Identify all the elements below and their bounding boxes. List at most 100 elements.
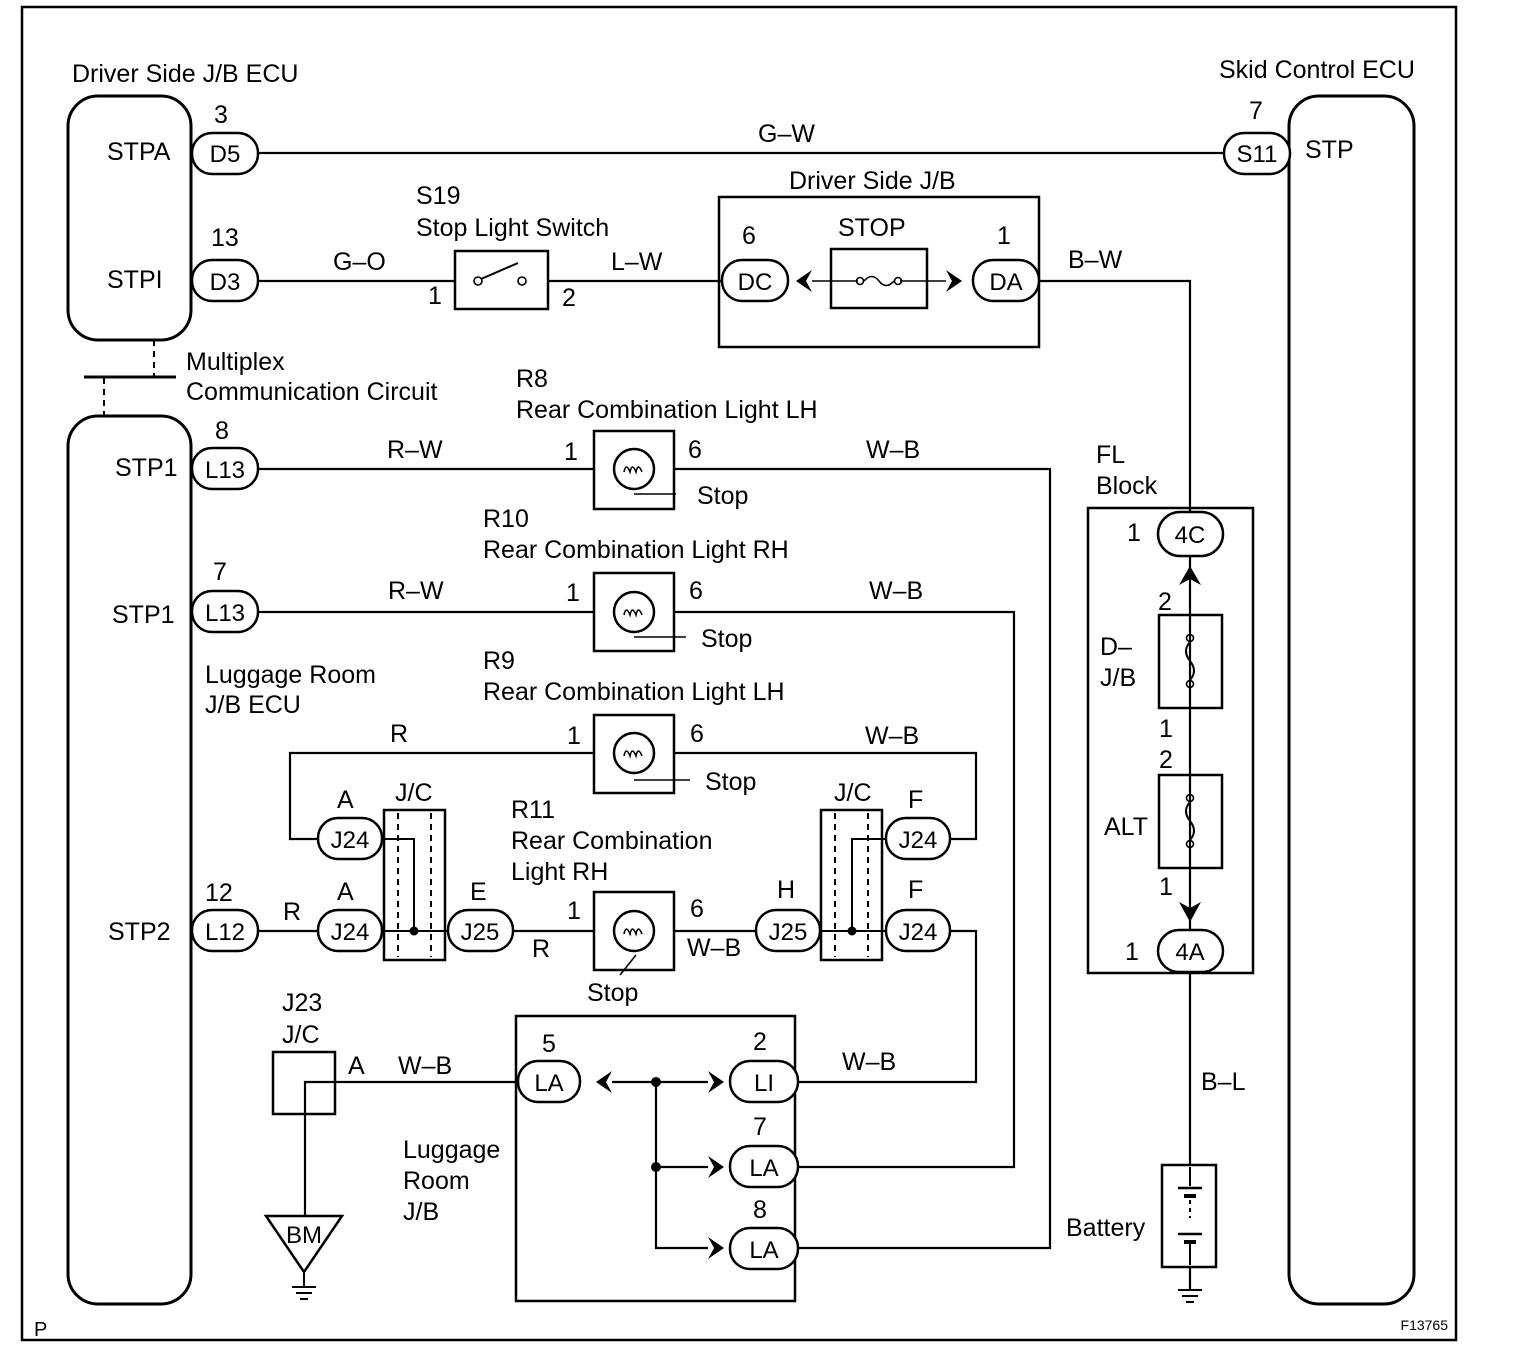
r9-name: Rear Combination Light LH (483, 678, 785, 706)
figure-id: F13765 (1401, 1317, 1449, 1333)
li-arrow-icon (708, 1071, 724, 1093)
bm-ground-icon (263, 1214, 345, 1275)
connector-j25-h: J25 (754, 908, 822, 953)
pin-fuse-djb-bottom: 1 (1159, 715, 1173, 743)
connector-l12: L12 (190, 908, 260, 953)
pin-la-7: 7 (753, 1113, 767, 1141)
pin-j24-bottom-a: A (337, 878, 354, 906)
wire-ground-bm (303, 1080, 335, 1216)
stop-fuse-end-left (855, 276, 865, 286)
wire-label-rw-2: R–W (388, 577, 444, 605)
pin-s11: 7 (1249, 97, 1263, 125)
pin-l13-b: 7 (213, 558, 227, 586)
wire-r-top (288, 751, 594, 841)
4a-arrow-icon (1179, 902, 1201, 922)
fuse-djb-label-2: J/B (1100, 664, 1136, 692)
lamp-r11 (592, 890, 676, 976)
switch-contact-right (517, 276, 527, 286)
connector-j24-f-bottom: J24 (884, 908, 952, 953)
wire-bw (1040, 279, 1192, 512)
connector-li-2: LI (728, 1059, 800, 1104)
connector-j24-f-top: J24 (884, 816, 952, 861)
fl-block-label-2: Block (1096, 472, 1158, 500)
fl-block-box (1086, 506, 1255, 975)
connector-la-7-label: LA (749, 1155, 778, 1182)
stop-fuse-icon (863, 275, 895, 287)
battery-symbol (1160, 1163, 1218, 1303)
connector-s11: S11 (1222, 131, 1292, 176)
skid-ecu-box (1287, 94, 1416, 1306)
r8-code: R8 (516, 365, 548, 393)
wire-label-wb-j23: W–B (398, 1052, 452, 1080)
connector-d3: D3 (190, 258, 260, 303)
connector-4c-label: 4C (1175, 522, 1206, 549)
connector-la-7: LA (728, 1144, 800, 1189)
r11-name-2: Light RH (511, 858, 608, 886)
stp-terminal-label: STP (1305, 136, 1354, 164)
connector-d5-label: D5 (210, 141, 241, 168)
wire-wb-r9 (674, 751, 978, 841)
r11-code: R11 (511, 796, 555, 824)
la7-arrow-icon (708, 1156, 724, 1178)
luggage-jb-internal (596, 1071, 724, 1259)
wire-label-lw: L–W (611, 248, 663, 276)
connector-l13-b: L13 (190, 589, 260, 634)
connector-4a: 4A (1156, 928, 1225, 974)
connector-s11-label: S11 (1237, 141, 1278, 168)
pin-j24-top-a: A (337, 786, 354, 814)
r10-stop-label: Stop (701, 625, 752, 653)
pin-r11-6: 6 (690, 895, 704, 923)
wire-wb-2 (674, 610, 1016, 1169)
corner-mark-left: P (34, 1319, 47, 1341)
switch-lever (480, 262, 519, 280)
luggage-ecu-box (66, 414, 193, 1306)
pin-fuse-alt-top: 2 (1159, 746, 1173, 774)
wire-label-bl: B–L (1201, 1068, 1246, 1096)
connector-da: DA (971, 258, 1041, 303)
r10-code: R10 (483, 505, 529, 533)
wire-network (84, 151, 1224, 1290)
connector-la-8: LA (728, 1226, 800, 1271)
pin-la-5: 5 (542, 1030, 556, 1058)
jc-right-label: J/C (834, 779, 872, 807)
connector-l13-b-label: L13 (205, 600, 245, 627)
connector-l13-a-label: L13 (205, 457, 245, 484)
connector-l13-a: L13 (190, 446, 260, 491)
connector-j24-f-top-label: J24 (899, 827, 938, 854)
r8-stop-label: Stop (697, 482, 748, 510)
lamp-r8 (592, 429, 676, 511)
connector-j25-e-label: J25 (461, 919, 500, 946)
wire-label-r-l12: R (283, 898, 301, 926)
r10-name: Rear Combination Light RH (483, 536, 789, 564)
pin-j24-f-top: F (908, 786, 923, 814)
pin-dc: 6 (742, 222, 756, 250)
wire-label-wb-2: W–B (869, 577, 923, 605)
wire-label-go: G–O (333, 248, 386, 276)
j23-box (271, 1050, 337, 1116)
connector-li-2-label: LI (754, 1070, 774, 1097)
lamp-r9 (592, 713, 690, 795)
connector-j24-bottom-a: J24 (316, 908, 384, 953)
stp1-b-terminal-label: STP1 (112, 601, 175, 629)
pin-r10-1: 1 (566, 579, 580, 607)
connector-d3-label: D3 (210, 269, 241, 296)
pin-j25-e: E (470, 878, 487, 906)
pin-r9-1: 1 (567, 722, 581, 750)
stop-switch-code: S19 (416, 182, 460, 210)
wire-label-r-r11: R (532, 935, 550, 963)
fuse-djb-label-1: D– (1100, 633, 1132, 661)
stop-fuse-box (829, 247, 929, 310)
wire-label-rw-1: R–W (387, 436, 443, 464)
lamp-r10 (592, 571, 686, 653)
wire-label-bw: B–W (1068, 246, 1123, 274)
connector-da-label: DA (989, 269, 1022, 296)
pin-li-2: 2 (753, 1028, 767, 1056)
driver-jb-title: Driver Side J/B (789, 167, 956, 195)
stp1-a-terminal-label: STP1 (115, 454, 178, 482)
fl-block-internal (1157, 566, 1224, 922)
pin-4c: 1 (1127, 519, 1141, 547)
connector-j24-top-a: J24 (316, 816, 384, 861)
driver-jb-box (717, 195, 1041, 349)
connector-la-5: LA (516, 1059, 582, 1104)
